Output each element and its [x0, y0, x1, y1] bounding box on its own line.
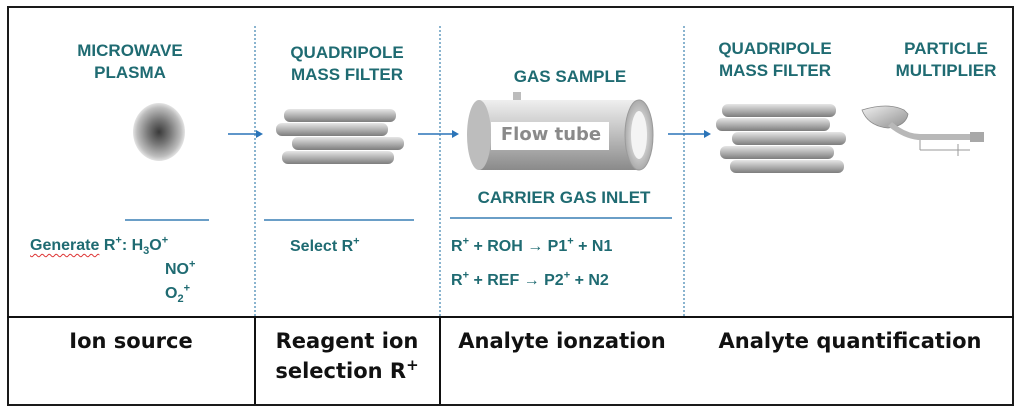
particle-multiplier-icon — [861, 105, 984, 156]
flow-tube-label: Flow tube — [500, 124, 602, 145]
column-separator — [254, 26, 256, 316]
quadripole-filter-header: QUADRIPOLE MASS FILTER — [290, 43, 404, 84]
stage-label-reagent-selection: Reagent ion selection R+ — [275, 329, 419, 383]
diagram-frame — [7, 6, 1014, 406]
arrow-right-icon — [418, 130, 459, 138]
gas-sample-header: GAS SAMPLE — [513, 67, 627, 86]
particle-multiplier-header: PARTICLE MULTIPLIER — [895, 39, 997, 80]
column-separator — [683, 26, 685, 316]
column-underline — [125, 219, 209, 221]
quadrupole-rods-icon — [276, 109, 404, 164]
quadripole-filter-header-2: QUADRIPOLE MASS FILTER — [718, 39, 832, 80]
stage-label-analyte-ionization: Analyte ionzation — [458, 329, 666, 353]
arrow-right-icon — [228, 130, 263, 138]
column-underline — [264, 219, 414, 221]
bottom-separator — [254, 317, 256, 404]
stage-label-ion-source: Ion source — [69, 329, 193, 353]
generate-reaction: Generate R+: H3O+ — [30, 234, 169, 258]
flow-tube-icon — [467, 92, 654, 171]
ion-no: NO+ — [165, 258, 196, 278]
bottom-separator — [439, 317, 441, 404]
plasma-glow-icon — [133, 103, 185, 161]
stage-label-analyte-quantification: Analyte quantification — [718, 329, 982, 353]
column-separator — [439, 26, 441, 316]
reaction-roh: R+ + ROH → P1+ + N1 — [451, 235, 613, 255]
quadrupole-rods-icon — [716, 104, 846, 173]
reaction-ref: R+ + REF → P2+ + N2 — [451, 269, 609, 289]
column-underline — [450, 217, 672, 219]
ion-o2: O2+ — [165, 282, 191, 306]
bottom-divider — [7, 316, 1014, 318]
carrier-gas-inlet-label: CARRIER GAS INLET — [477, 188, 651, 207]
select-reagent-text: Select R+ — [290, 235, 360, 255]
arrow-right-icon — [668, 130, 711, 138]
microwave-plasma-header: MICROWAVE PLASMA — [77, 41, 183, 82]
